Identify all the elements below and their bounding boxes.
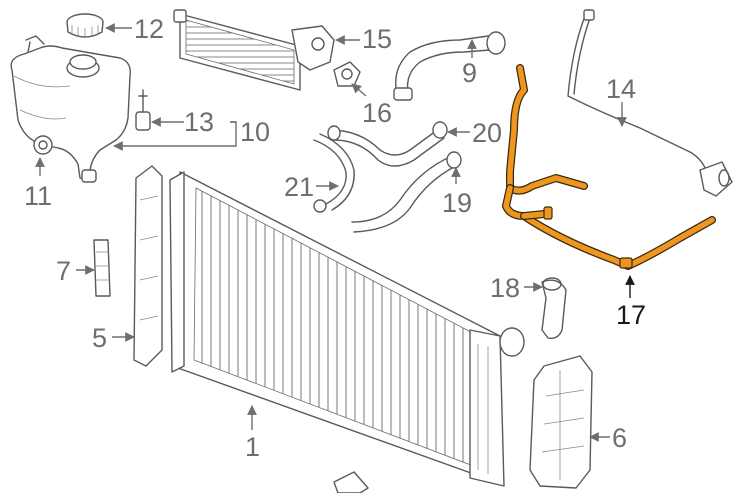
part-19-hose	[351, 151, 462, 233]
leader-lines	[35, 23, 635, 442]
callout-6: 6	[612, 423, 627, 453]
callout-20: 20	[472, 118, 502, 148]
callout-15: 15	[362, 24, 392, 54]
callout-11: 11	[24, 181, 52, 211]
part-11-plug	[33, 135, 53, 155]
part-18-hose	[541, 277, 567, 340]
part-21-hose	[313, 133, 355, 213]
part-20-hose	[327, 121, 448, 167]
callout-5: 5	[92, 323, 107, 353]
part-6-air-guide	[529, 355, 593, 489]
part-14-pipe	[567, 9, 733, 197]
callout-21: 21	[284, 172, 314, 202]
callout-9: 9	[462, 58, 477, 88]
part-10-expansion-tank	[10, 35, 131, 183]
part-12-cap	[66, 13, 104, 38]
callout-1: 1	[245, 432, 260, 462]
callout-16: 16	[362, 98, 392, 128]
part-5-air-guide	[133, 165, 163, 367]
part-17-coolant-pipe	[502, 64, 716, 270]
part-9-hose	[393, 31, 506, 101]
callout-10: 10	[240, 117, 270, 147]
callout-12: 12	[134, 14, 164, 44]
callout-17: 17	[616, 300, 646, 330]
callout-18: 18	[490, 273, 520, 303]
callout-7: 7	[56, 256, 71, 286]
callout-labels: 12 15 9 16 14 13 10 20 11 21 19 7 18 17 …	[24, 14, 646, 462]
part-15-oil-cooler	[173, 9, 335, 91]
part-1-radiator	[169, 171, 525, 493]
part-13-sensor	[135, 89, 151, 131]
part-7-bracket	[93, 239, 111, 297]
callout-13: 13	[184, 107, 214, 137]
callout-19: 19	[442, 188, 472, 218]
part-16-fitting	[333, 61, 361, 87]
callout-14: 14	[606, 74, 636, 104]
